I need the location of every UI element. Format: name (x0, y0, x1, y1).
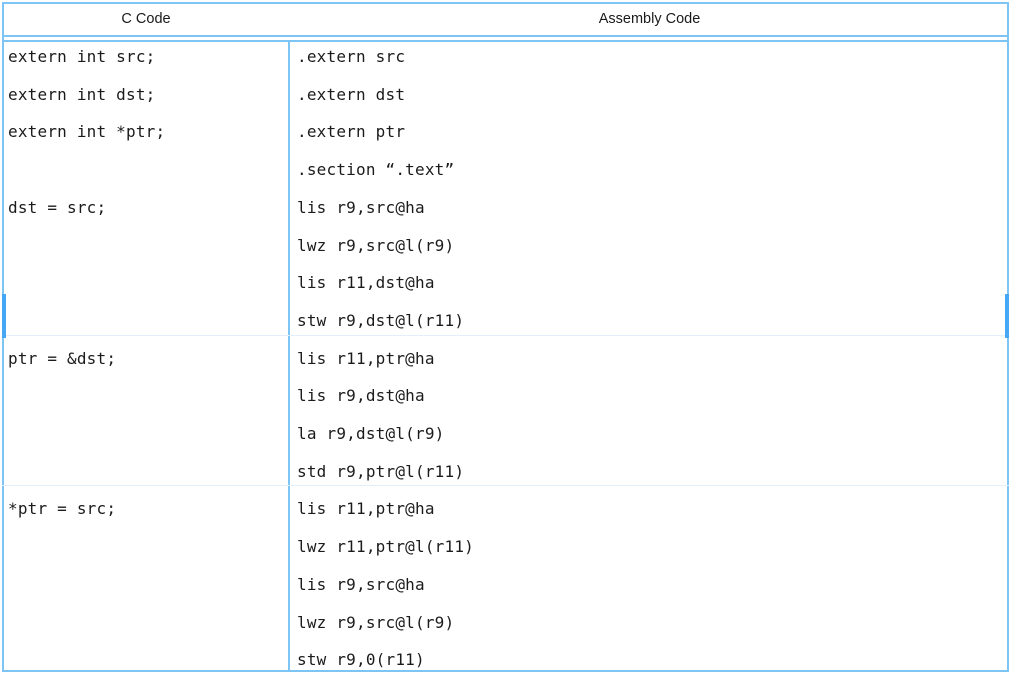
assembly-code-line: stw r9,0(r11) (297, 650, 425, 670)
column-divider (288, 42, 290, 672)
column-header-c-code: C Code (121, 11, 171, 27)
assembly-code-line: lis r9,src@ha (297, 197, 425, 217)
row-separator (2, 334, 1009, 336)
header-rule-lower (2, 40, 1009, 42)
c-code-line: extern int src; (8, 47, 156, 66)
c-code-line: *ptr = src; (8, 499, 117, 519)
table-header-row: C Code Assembly Code (2, 2, 1009, 36)
assembly-code-line: .extern dst (297, 84, 406, 104)
header-rule-upper (2, 35, 1009, 37)
assembly-code-line: .extern src (297, 47, 406, 66)
assembly-code-line: lis r11,ptr@ha (297, 348, 435, 368)
scrollbar-thumb-left[interactable] (2, 294, 6, 338)
c-code-line: extern int *ptr; (8, 122, 166, 142)
assembly-code-line: .section “.text” (297, 160, 455, 180)
column-header-assembly-code: Assembly Code (598, 11, 701, 27)
assembly-code-line: std r9,ptr@l(r11) (297, 461, 465, 481)
c-code-line: ptr = &dst; (8, 348, 117, 368)
assembly-code-line: lwz r11,ptr@l(r11) (297, 537, 474, 557)
assembly-code-line: .extern ptr (297, 122, 406, 142)
assembly-code-line: lis r9,dst@ha (297, 386, 425, 406)
c-code-line: extern int dst; (8, 84, 156, 104)
assembly-code-line: la r9,dst@l(r9) (297, 424, 445, 443)
assembly-code-line: lis r11,dst@ha (297, 273, 435, 293)
c-code-line: dst = src; (8, 197, 107, 217)
assembly-code-line: lwz r9,src@l(r9) (297, 612, 455, 632)
assembly-code-line: lis r11,ptr@ha (297, 499, 435, 519)
assembly-code-line: lwz r9,src@l(r9) (297, 235, 455, 255)
c-code-column: extern int src; extern int dst; extern int… (8, 42, 286, 672)
table-body: extern int src; extern int dst; extern int… (2, 42, 1009, 672)
assembly-code-line: stw r9,dst@l(r11) (297, 310, 465, 330)
assembly-code-line: lis r9,src@ha (297, 574, 425, 594)
scrollbar-thumb-right[interactable] (1005, 294, 1009, 338)
row-separator (2, 485, 1009, 487)
assembly-code-column: .extern src .extern dst .extern ptr .sectio… (297, 42, 1003, 672)
